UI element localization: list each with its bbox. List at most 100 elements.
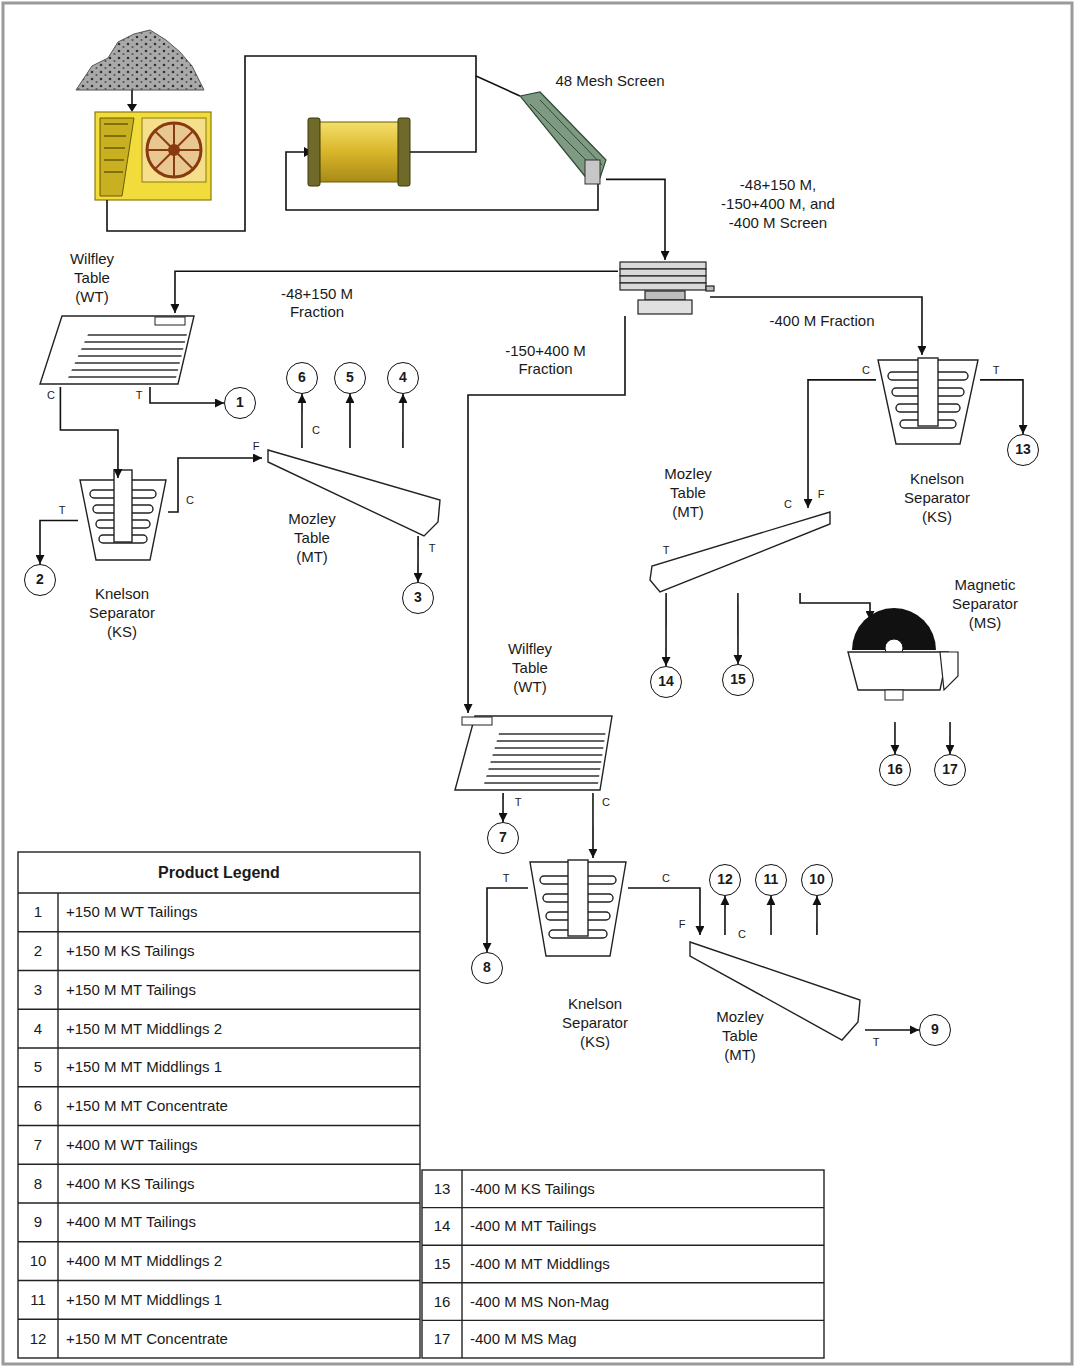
stream-letter: C	[185, 495, 195, 506]
legend-text: +150 M MT Concentrate	[66, 1097, 228, 1115]
label-cell: C	[600, 796, 612, 808]
legend-number: 9	[34, 1213, 42, 1231]
edge-label-cell: -400 M Fraction	[752, 312, 892, 330]
equipment-label: Knelson Separator (KS)	[82, 585, 162, 641]
label-cell: F	[676, 918, 688, 930]
callout-number: 7	[499, 829, 507, 847]
callout-number: 11	[764, 871, 779, 889]
equipment-label: Wilfley Table (WT)	[499, 640, 561, 696]
label-cell: Product Legend	[18, 852, 420, 893]
flow-line	[894, 722, 896, 754]
flow-line	[150, 387, 224, 403]
label-cell: T	[870, 1036, 882, 1048]
product-circle: 8	[471, 952, 503, 984]
flow-line	[40, 521, 78, 565]
label-cell: 16	[422, 1283, 462, 1321]
flow-line	[628, 888, 700, 935]
legend-text: -400 M MS Non-Mag	[470, 1293, 609, 1311]
legend-text: +150 M WT Tailings	[66, 903, 198, 921]
label-cell: T	[56, 504, 68, 516]
label-cell: F	[815, 488, 827, 500]
legend-text: -400 M MT Middlings	[470, 1255, 610, 1273]
stream-letter: C	[661, 873, 671, 884]
label-cell: -400 M MS Mag	[462, 1320, 824, 1358]
legend-text: -400 M KS Tailings	[470, 1180, 595, 1198]
magnetic-separator: Magnetic Separator (MS)	[843, 620, 963, 722]
mozley-table: Mozley Table (MT)	[645, 508, 835, 593]
flow-line	[816, 896, 818, 935]
stream-letter: C	[737, 929, 747, 940]
flow-line	[402, 394, 404, 448]
flow-line	[800, 593, 870, 620]
callout-number: 13	[1015, 441, 1031, 459]
flow-line	[301, 394, 303, 448]
product-circle: 12	[709, 864, 741, 896]
legend-text: +400 M MT Tailings	[66, 1213, 196, 1231]
label-cell: +400 M KS Tailings	[58, 1164, 420, 1203]
callout-number: 17	[942, 761, 958, 779]
knelson-separator: Knelson Separator (KS)	[78, 478, 168, 563]
label-cell: 4	[18, 1009, 58, 1048]
legend-text: +150 M KS Tailings	[66, 942, 195, 960]
screen: 48 Mesh Screen	[518, 92, 606, 184]
legend-text: +400 M MT Middlings 2	[66, 1252, 222, 1270]
label-cell: T	[133, 389, 145, 401]
flow-line	[175, 271, 618, 313]
label-cell: 15	[422, 1245, 462, 1283]
label-cell: 3	[18, 971, 58, 1010]
stream-letter: T	[135, 390, 144, 401]
label-cell: T	[500, 872, 512, 884]
label-cell: T	[660, 544, 672, 556]
flow-line	[349, 394, 351, 448]
label-cell: +150 M MT Tailings	[58, 971, 420, 1010]
edge-label-cell: -48+150 M Fraction	[262, 285, 372, 321]
legend-text: +150 M MT Tailings	[66, 981, 196, 999]
legend-number: 2	[34, 942, 42, 960]
legend-number: 16	[434, 1293, 451, 1311]
label-cell: -400 M MT Middlings	[462, 1245, 824, 1283]
fraction-label: -150+400 M Fraction	[488, 342, 603, 378]
knelson-separator: Knelson Separator (KS)	[876, 355, 980, 447]
fraction-label: -400 M Fraction	[769, 312, 874, 330]
stream-letter: T	[872, 1037, 881, 1048]
legend-number: 3	[34, 981, 42, 999]
stream-letter: T	[514, 797, 523, 808]
legend-number: 5	[34, 1058, 42, 1076]
product-circle: 3	[402, 582, 434, 614]
screen-stack: -48+150 M, -150+400 M, and -400 M Screen	[618, 260, 710, 316]
callout-number: 10	[809, 871, 825, 889]
flow-line	[724, 896, 726, 935]
legend-number: 1	[34, 903, 42, 921]
flow-line	[592, 793, 594, 858]
product-circle: 5	[334, 362, 366, 394]
product-circle: 4	[387, 362, 419, 394]
label-cell: C	[45, 389, 57, 401]
callout-number: 12	[717, 871, 733, 889]
mozley-table: Mozley Table (MT)	[262, 448, 442, 536]
callout-number: 6	[298, 369, 306, 387]
label-cell: C	[736, 928, 748, 940]
stream-letter: C	[783, 499, 793, 510]
flow-line	[665, 593, 667, 666]
legend-text: -400 M MS Mag	[470, 1330, 577, 1348]
equipment-label: Mozley Table (MT)	[657, 465, 719, 521]
label-cell: +400 M MT Tailings	[58, 1203, 420, 1242]
stream-letter: C	[46, 390, 56, 401]
product-circle: 6	[286, 362, 318, 394]
flow-line	[60, 387, 118, 478]
flow-line	[468, 316, 625, 713]
fraction-label: -48+150 M Fraction	[262, 285, 372, 321]
label-cell: C	[184, 494, 196, 506]
label-cell: +150 M MT Middlings 1	[58, 1048, 420, 1087]
label-cell: 9	[18, 1203, 58, 1242]
product-circle: 10	[801, 864, 833, 896]
label-cell: -400 M MS Non-Mag	[462, 1283, 824, 1321]
label-cell: 10	[18, 1242, 58, 1281]
label-cell: 14	[422, 1208, 462, 1246]
callout-number: 5	[346, 369, 354, 387]
legend-number: 10	[30, 1252, 47, 1270]
label-cell: F	[250, 440, 262, 452]
label-cell: T	[512, 796, 524, 808]
